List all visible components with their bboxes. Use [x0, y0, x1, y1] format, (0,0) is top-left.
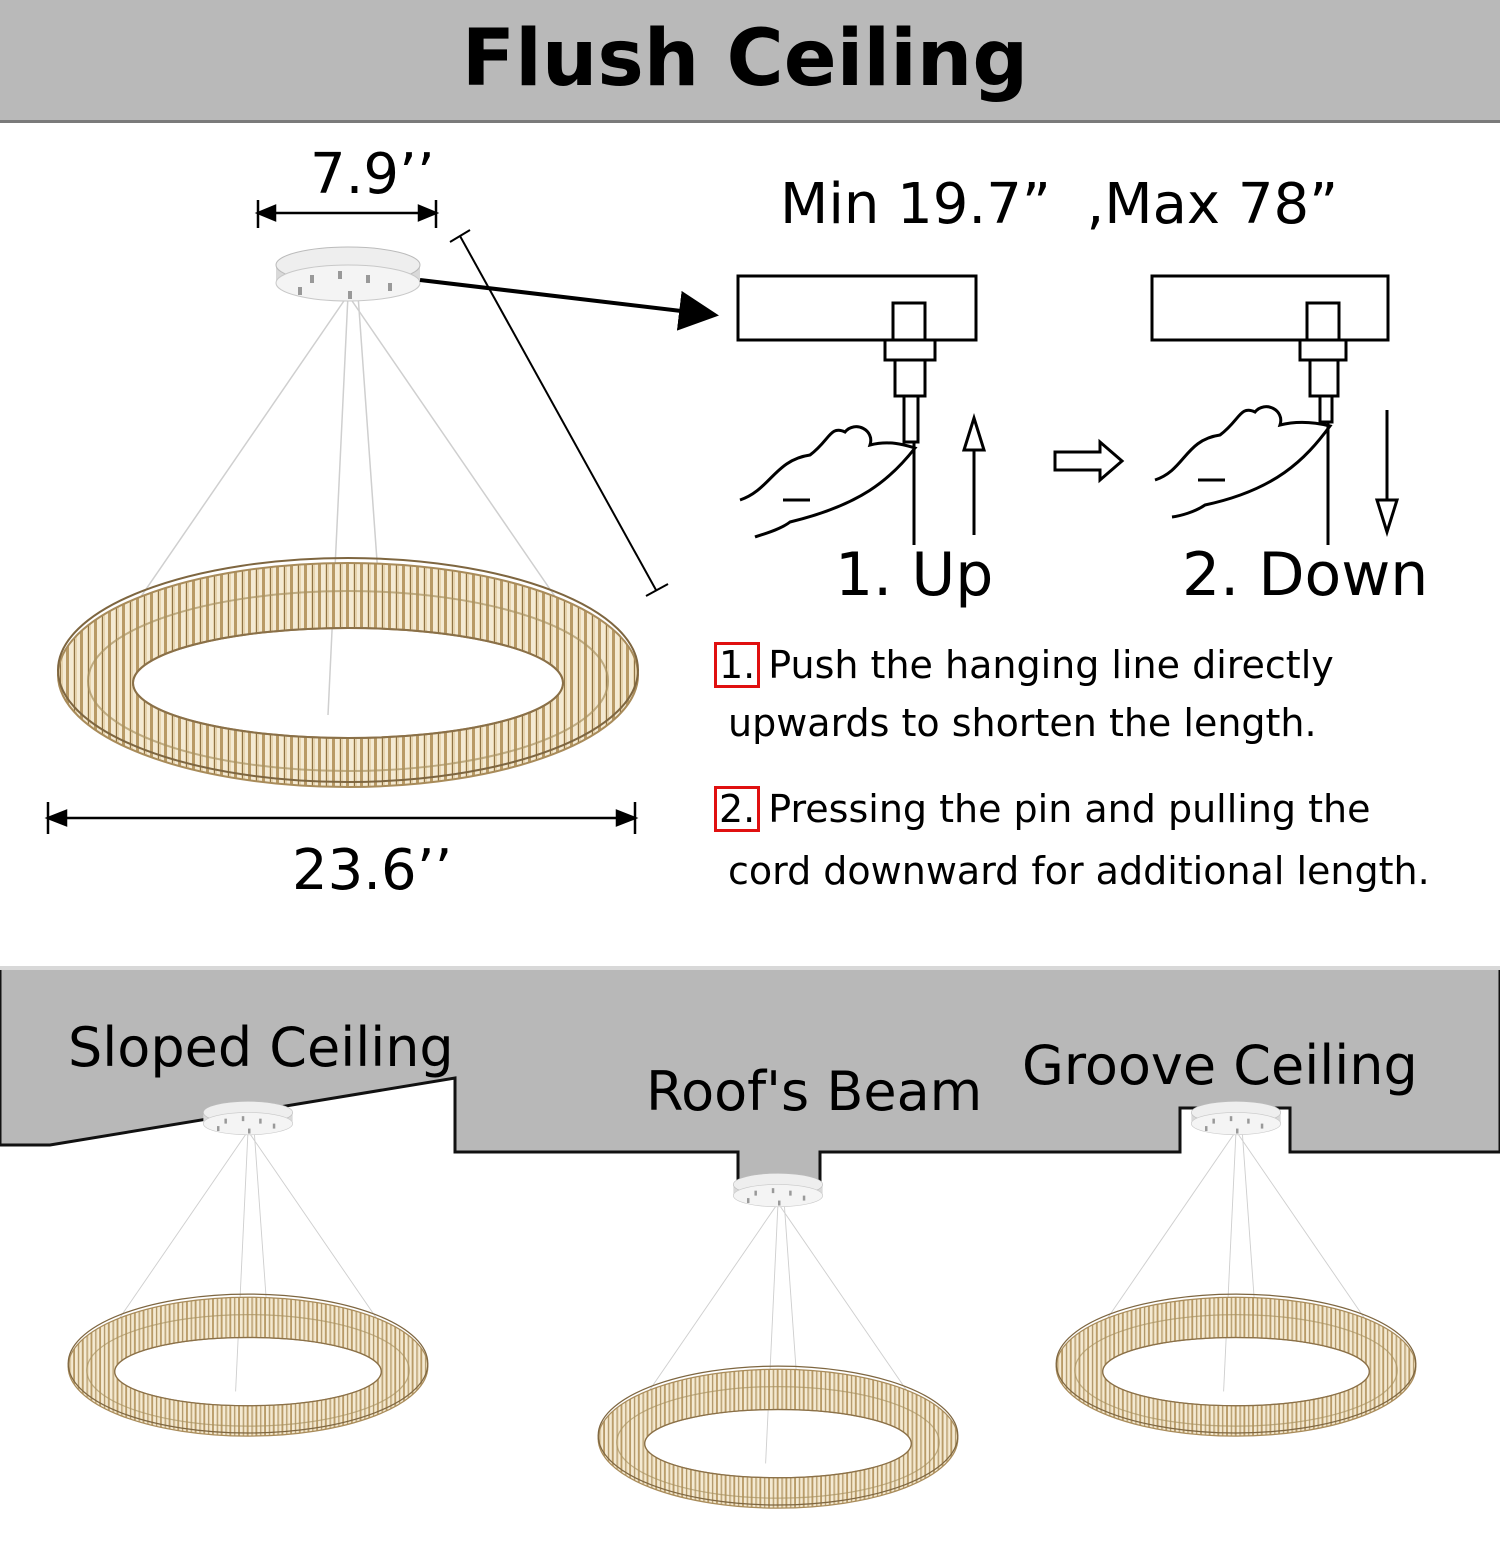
main-chandelier — [57, 246, 639, 788]
step-2-label: 2. Down — [1182, 540, 1429, 610]
length-range-label: Min 19.7” ,Max 78” — [780, 172, 1339, 237]
instruction-2-line1: Pressing the pin and pulling the — [768, 787, 1371, 831]
page-title: Flush Ceiling — [461, 14, 1029, 104]
pointer-arrow — [419, 278, 719, 331]
ring-width-dimension — [44, 802, 639, 834]
header-band — [0, 0, 1500, 123]
canopy-width-dimension — [254, 200, 440, 228]
step-2-diagram — [1150, 274, 1400, 545]
instruction-1-line1: Push the hanging line directly — [768, 643, 1334, 687]
groove-ceiling-label: Groove Ceiling — [1022, 1034, 1418, 1097]
instruction-1: 1.Push the hanging line directly upwards… — [714, 636, 1334, 752]
sloped-ceiling-label: Sloped Ceiling — [68, 1016, 454, 1079]
next-arrow-icon — [1053, 438, 1125, 484]
canopy-width-label: 7.9’’ — [310, 142, 435, 207]
instruction-2: 2.Pressing the pin and pulling the cord … — [714, 778, 1430, 902]
instruction-2-line2: cord downward for additional length. — [728, 849, 1430, 893]
step-1-diagram — [736, 274, 987, 545]
height-dimension — [449, 229, 669, 597]
instruction-1-number: 1. — [714, 642, 761, 688]
roof-beam-chandelier — [597, 1172, 959, 1509]
step-1-label: 1. Up — [835, 540, 994, 610]
sloped-ceiling-chandelier — [67, 1100, 429, 1437]
ring-width-label: 23.6’’ — [292, 838, 453, 903]
instruction-1-line2: upwards to shorten the length. — [728, 701, 1317, 745]
instruction-2-number: 2. — [714, 786, 761, 832]
roof-beam-label: Roof's Beam — [646, 1060, 983, 1123]
